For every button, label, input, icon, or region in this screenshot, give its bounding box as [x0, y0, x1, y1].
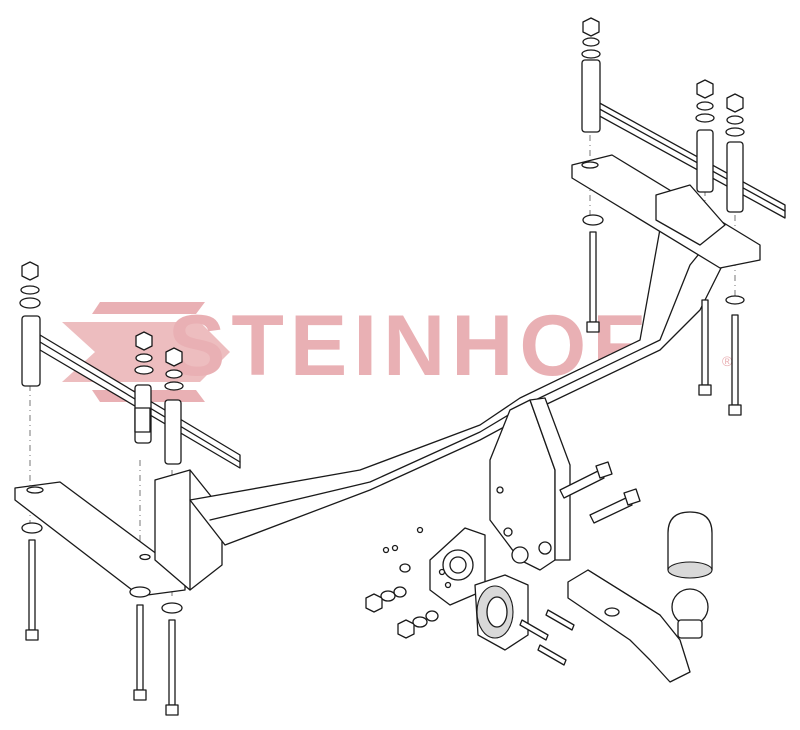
right-fastener-stack-2: [695, 79, 715, 123]
logo-stripe-top: [92, 302, 205, 314]
bolt-right-3: [725, 295, 745, 416]
small-screws: [519, 609, 575, 666]
right-mounting-bracket: [581, 59, 786, 219]
tow-ball-cover: [667, 511, 713, 579]
left-mounting-bracket: [21, 315, 241, 469]
tow-ball: [671, 588, 709, 639]
right-mounting-plate: [571, 154, 761, 269]
bolt-left-1: [21, 522, 43, 641]
hitch-receiver-bracket: [489, 397, 571, 571]
right-fastener-stack-1: [581, 17, 601, 59]
small-fasteners: [365, 526, 439, 639]
bolt-left-2: [129, 586, 151, 701]
mounting-bolts: [21, 214, 745, 716]
bolt-right-2: [698, 299, 712, 396]
side-bolt-lower: [589, 488, 641, 524]
left-fastener-stack-1: [19, 261, 41, 309]
left-fastener-stack-3: [164, 347, 184, 391]
hitch-side-bolts: [559, 461, 641, 524]
bolt-right-1: [582, 214, 604, 333]
right-fastener-stack-3: [725, 93, 745, 137]
logo-stripe-mid: [62, 322, 230, 382]
detachable-tow-bar: [567, 569, 691, 683]
left-fastener-stack-2: [134, 331, 154, 375]
watermark-registered-mark: ®: [722, 353, 733, 369]
side-bolt-upper: [559, 461, 613, 499]
steinhof-logo-mark: [62, 302, 230, 402]
left-mounting-plate: [14, 469, 223, 597]
bolt-left-3: [161, 602, 183, 716]
electrical-socket-housing: [474, 574, 529, 651]
